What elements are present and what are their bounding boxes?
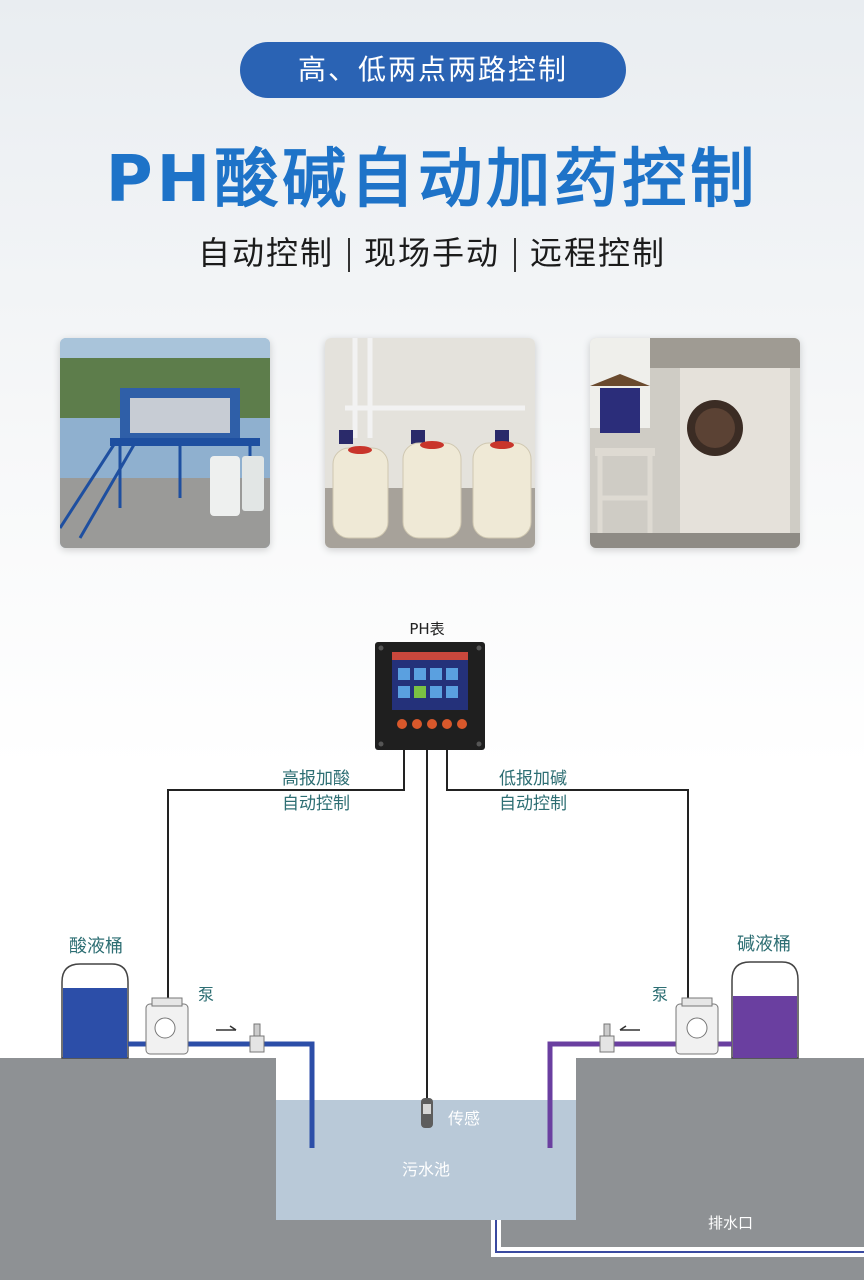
- pool-label: 污水池: [402, 1160, 450, 1179]
- divider: [514, 238, 516, 272]
- acid-pipe: [128, 1041, 315, 1148]
- sensor-label: 传感: [448, 1109, 480, 1128]
- divider: [347, 238, 350, 272]
- alkali-control-mode: 自动控制: [499, 794, 567, 814]
- feature-pill: 高、低两点两路控制: [240, 42, 626, 98]
- ph-sensor: [421, 1098, 433, 1128]
- acid-tank: [61, 963, 129, 1059]
- alkali-pipe: [547, 1041, 732, 1148]
- control-wires: [167, 750, 689, 1100]
- ground-right: [576, 1058, 864, 1280]
- alkali-control-label: 低报加碱: [499, 769, 567, 789]
- flow-arrow-icon: [216, 1025, 237, 1031]
- mode-manual: 现场手动: [363, 234, 500, 272]
- plant-site-photo: [60, 338, 270, 548]
- mode-auto: 自动控制: [197, 234, 334, 272]
- drain-label: 排水口: [708, 1214, 753, 1232]
- dosing-diagram: 排水口 PH表 高报加酸 自动控制 低报加碱 自动控制 酸液桶 碱液桶: [0, 620, 864, 1280]
- ground-left: [0, 1058, 276, 1280]
- ph-meter: [375, 642, 485, 750]
- acid-pump-label: 泵: [198, 985, 214, 1004]
- pump-station-photo: [590, 338, 800, 548]
- alkali-pump-label: 泵: [652, 985, 668, 1004]
- alkali-pump: [675, 997, 719, 1055]
- acid-control-mode: 自动控制: [282, 794, 350, 814]
- alkali-tank: [731, 961, 799, 1059]
- flow-arrow-icon: [619, 1025, 640, 1031]
- page-title: PH酸碱自动加药控制: [105, 143, 759, 217]
- mode-remote: 远程控制: [530, 234, 667, 272]
- alkali-valve: [599, 1023, 615, 1053]
- acid-control-label: 高报加酸: [282, 769, 350, 789]
- acid-tank-label: 酸液桶: [69, 936, 123, 957]
- acid-pump: [145, 997, 189, 1055]
- dosing-tanks-photo: [325, 338, 535, 548]
- acid-valve: [249, 1023, 265, 1053]
- alkali-tank-label: 碱液桶: [737, 934, 791, 955]
- ph-meter-label: PH表: [409, 620, 444, 638]
- control-modes: 自动控制现场手动远程控制: [0, 228, 864, 274]
